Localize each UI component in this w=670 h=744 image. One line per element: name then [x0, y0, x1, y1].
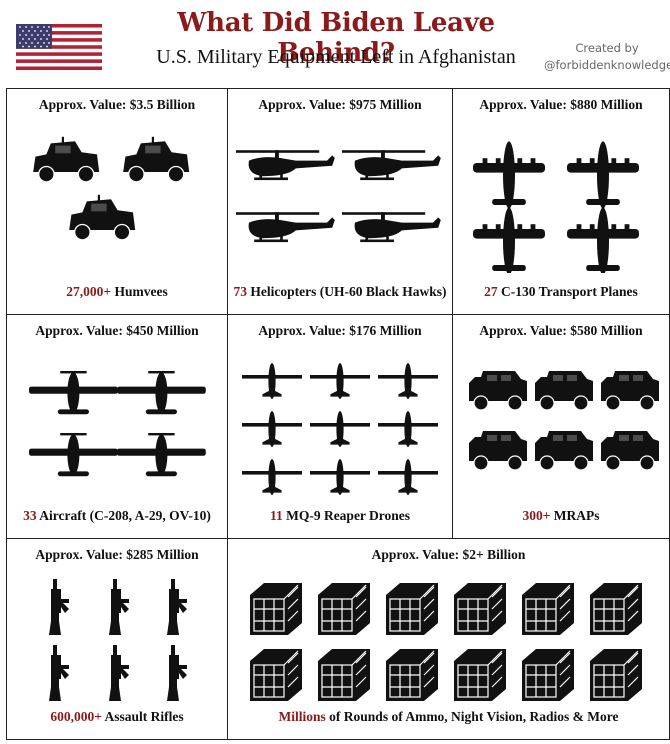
item-name: Helicopters (UH-60 Black Hawks) — [247, 284, 447, 299]
item-label: 27 C-130 Transport Planes — [453, 284, 669, 300]
item-name: C-130 Transport Planes — [497, 284, 638, 299]
item-label: 73 Helicopters (UH-60 Black Hawks) — [228, 284, 452, 300]
item-name: MQ-9 Reaper Drones — [282, 508, 411, 523]
page-title: What Did Biden Leave Behind? — [177, 8, 495, 68]
page-subtitle: U.S. Military Equipment Left in Afghanis… — [156, 46, 516, 68]
item-count: 73 — [233, 284, 248, 299]
item-name: MRAPs — [550, 508, 600, 523]
drone-icon — [242, 363, 438, 495]
header: What Did Biden Leave Behind? U.S. Milita… — [0, 0, 670, 84]
credit: Created by @forbiddenknowledge — [544, 40, 670, 74]
item-count: 27 — [484, 284, 498, 299]
equipment-grid: Approx. Value: $3.5 Billion 27,000+ Humv… — [6, 88, 670, 740]
item-name: Humvees — [111, 284, 168, 299]
item-label: Millions of Rounds of Ammo, Night Vision… — [228, 709, 669, 725]
item-count: 27,000+ — [66, 284, 112, 299]
value-label: Approx. Value: $3.5 Billion — [38, 97, 196, 112]
rifles-card: Approx. Value: $285 Million 600,000+ Ass… — [6, 538, 228, 740]
transport-plane-icon — [473, 141, 639, 273]
humvees-card: Approx. Value: $3.5 Billion 27,000+ Humv… — [6, 88, 228, 315]
humvee-icon — [32, 136, 190, 241]
mraps-card: Approx. Value: $580 Million 300+ MRAPs — [452, 314, 670, 539]
transport-planes-card: Approx. Value: $880 Million 27 C-130 Tra… — [452, 88, 670, 315]
item-count: 600,000+ — [50, 709, 102, 724]
mrap-icon — [468, 370, 660, 471]
value-label: Approx. Value: $880 Million — [479, 97, 643, 112]
item-name: Aircraft (C-208, A-29, OV-10) — [36, 508, 211, 523]
item-name: of Rounds of Ammo, Night Vision, Radios … — [325, 709, 619, 724]
value-label: Approx. Value: $285 Million — [35, 547, 199, 562]
item-name: Assault Rifles — [101, 709, 184, 724]
item-label: 600,000+ Assault Rifles — [7, 709, 227, 725]
helicopters-card: Approx. Value: $975 Million 73 Helicopte… — [227, 88, 453, 315]
item-label: 27,000+ Humvees — [7, 284, 227, 300]
item-count: 11 — [269, 508, 283, 523]
us-flag-icon — [16, 24, 102, 70]
aircraft-card: Approx. Value: $450 Million 33 Aircraft … — [6, 314, 228, 539]
value-label: Approx. Value: $450 Million — [35, 323, 199, 338]
item-count: 300+ — [522, 508, 551, 523]
credit-handle: @forbiddenknowledge — [544, 58, 670, 72]
item-label: 300+ MRAPs — [453, 508, 669, 524]
item-count: 33 — [23, 508, 37, 523]
item-label: 11 MQ-9 Reaper Drones — [228, 508, 452, 524]
drones-card: Approx. Value: $176 Million 11 MQ-9 Reap… — [227, 314, 453, 539]
ammo-card: Approx. Value: $2+ Billion Millions of R… — [227, 538, 670, 740]
ammo-crate-icon — [249, 582, 643, 702]
credit-line-1: Created by — [575, 41, 639, 55]
helicopter-icon — [236, 150, 441, 243]
rifle-icon — [49, 579, 187, 701]
item-label: 33 Aircraft (C-208, A-29, OV-10) — [7, 508, 227, 524]
item-count: Millions — [278, 709, 326, 724]
aircraft-icon — [29, 371, 206, 477]
value-label: Approx. Value: $176 Million — [258, 323, 422, 338]
value-label: Approx. Value: $2+ Billion — [371, 547, 526, 562]
value-label: Approx. Value: $975 Million — [258, 97, 422, 112]
value-label: Approx. Value: $580 Million — [479, 323, 643, 338]
